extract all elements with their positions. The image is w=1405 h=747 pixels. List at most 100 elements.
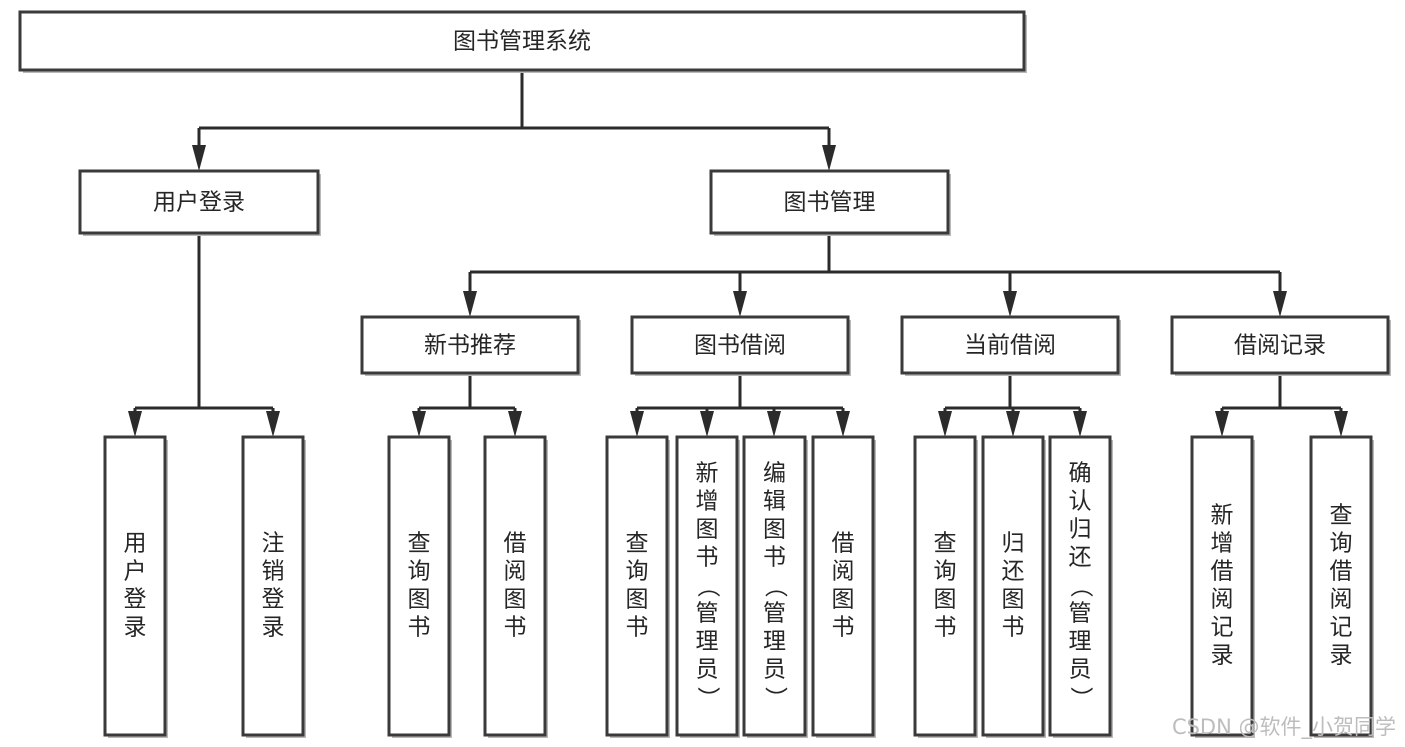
node-box[interactable] bbox=[913, 435, 977, 737]
node-label-char: 管 bbox=[696, 601, 719, 627]
node-leaf-user-login[interactable]: 用户登录 bbox=[103, 435, 168, 738]
node-label-char: 书 bbox=[696, 545, 719, 571]
conn-bookmgmt-to-level3 bbox=[463, 233, 1287, 317]
node-box[interactable] bbox=[630, 315, 850, 375]
node-current-borrow[interactable]: 当前借阅 bbox=[900, 315, 1121, 376]
node-label-char: ） bbox=[762, 687, 788, 710]
node-label-char: 录 bbox=[1211, 643, 1234, 669]
node-label-char: 登 bbox=[262, 587, 285, 613]
node-box[interactable] bbox=[709, 169, 950, 235]
node-label-char: 注 bbox=[262, 531, 285, 557]
node-new-book-recommend[interactable]: 新书推荐 bbox=[360, 315, 581, 376]
node-box[interactable] bbox=[483, 435, 547, 737]
node-label: 当前借阅 bbox=[964, 333, 1056, 359]
node-label-char: 新 bbox=[696, 461, 719, 487]
node-box[interactable] bbox=[811, 435, 875, 737]
node-label-char: 查 bbox=[934, 531, 957, 557]
node-root[interactable]: 图书管理系统 bbox=[18, 10, 1027, 73]
node-label-char: 图 bbox=[504, 587, 527, 613]
node-label-char: 图 bbox=[763, 517, 786, 543]
node-box[interactable] bbox=[900, 315, 1120, 375]
node-label-char: 书 bbox=[763, 545, 786, 571]
node-label-char: 图 bbox=[1002, 587, 1025, 613]
node-label-char: 借 bbox=[504, 531, 527, 557]
node-label-char: 登 bbox=[124, 587, 147, 613]
node-label-char: 归 bbox=[1002, 531, 1025, 557]
node-label-char: 书 bbox=[626, 615, 649, 641]
node-label-char: 图 bbox=[696, 517, 719, 543]
node-label-char: 录 bbox=[262, 615, 285, 641]
node-label-char: 归 bbox=[1069, 517, 1092, 543]
node-label-char: ） bbox=[695, 687, 721, 710]
node-label-char: 记 bbox=[1330, 615, 1353, 641]
node-label-char: 编 bbox=[763, 461, 786, 487]
conn-newbook-to-leaves bbox=[412, 373, 522, 437]
node-label-char: 书 bbox=[408, 615, 431, 641]
node-label-char: 理 bbox=[1069, 629, 1092, 655]
node-box[interactable] bbox=[1190, 435, 1254, 737]
node-label-char: 还 bbox=[1069, 545, 1092, 571]
node-book-management[interactable]: 图书管理 bbox=[709, 169, 951, 236]
node-label-char: 理 bbox=[763, 629, 786, 655]
node-book-borrow[interactable]: 图书借阅 bbox=[630, 315, 851, 376]
conn-currentborrow-to-leaves bbox=[938, 373, 1087, 437]
node-box[interactable] bbox=[675, 435, 739, 737]
node-label-char: 增 bbox=[696, 489, 719, 515]
node-label-char: （ bbox=[762, 575, 788, 598]
node-label-char: 询 bbox=[626, 559, 649, 585]
node-label-char: 询 bbox=[1330, 531, 1353, 557]
node-label-char: 借 bbox=[1330, 559, 1353, 585]
node-label: 图书管理系统 bbox=[453, 29, 591, 55]
node-box[interactable] bbox=[78, 169, 320, 235]
node-borrow-records[interactable]: 借阅记录 bbox=[1170, 315, 1391, 376]
node-label: 图书管理 bbox=[784, 190, 876, 216]
node-label-char: 录 bbox=[124, 615, 147, 641]
node-label-char: （ bbox=[1068, 575, 1094, 598]
conn-bookborrow-to-leaves bbox=[630, 373, 850, 437]
node-label-char: 增 bbox=[1211, 531, 1234, 557]
node-label-char: 查 bbox=[408, 531, 431, 557]
connector-layer bbox=[128, 70, 1348, 437]
node-box[interactable] bbox=[605, 435, 669, 737]
node-label-char: 图 bbox=[832, 587, 855, 613]
node-label-char: 用 bbox=[124, 531, 147, 557]
node-label-char: 图 bbox=[626, 587, 649, 613]
csdn-watermark: CSDN @软件_小贺同学 bbox=[1172, 715, 1396, 740]
node-label-char: 管 bbox=[1069, 601, 1092, 627]
node-label-char: 辑 bbox=[763, 489, 786, 515]
node-label-char: ） bbox=[1068, 687, 1094, 710]
node-label-char: 确 bbox=[1069, 461, 1092, 487]
node-box[interactable] bbox=[18, 10, 1026, 72]
node-box[interactable] bbox=[1048, 435, 1112, 737]
node-user-login[interactable]: 用户登录 bbox=[78, 169, 321, 236]
node-label-char: 书 bbox=[1002, 615, 1025, 641]
node-box[interactable] bbox=[387, 435, 451, 737]
node-box[interactable] bbox=[103, 435, 167, 737]
node-box[interactable] bbox=[1309, 435, 1373, 737]
node-box[interactable] bbox=[241, 435, 305, 737]
node-label-char: 书 bbox=[832, 615, 855, 641]
node-label-char: 新 bbox=[1211, 503, 1234, 529]
conn-root-to-level2 bbox=[192, 70, 836, 171]
node-box[interactable] bbox=[1170, 315, 1390, 375]
node-label-char: 户 bbox=[124, 559, 147, 585]
node-box[interactable] bbox=[742, 435, 807, 737]
node-label-char: 询 bbox=[934, 559, 957, 585]
node-box[interactable] bbox=[360, 315, 580, 375]
node-label-char: 销 bbox=[262, 559, 285, 585]
node-label-char: 阅 bbox=[1330, 587, 1353, 613]
node-box[interactable] bbox=[981, 435, 1045, 737]
